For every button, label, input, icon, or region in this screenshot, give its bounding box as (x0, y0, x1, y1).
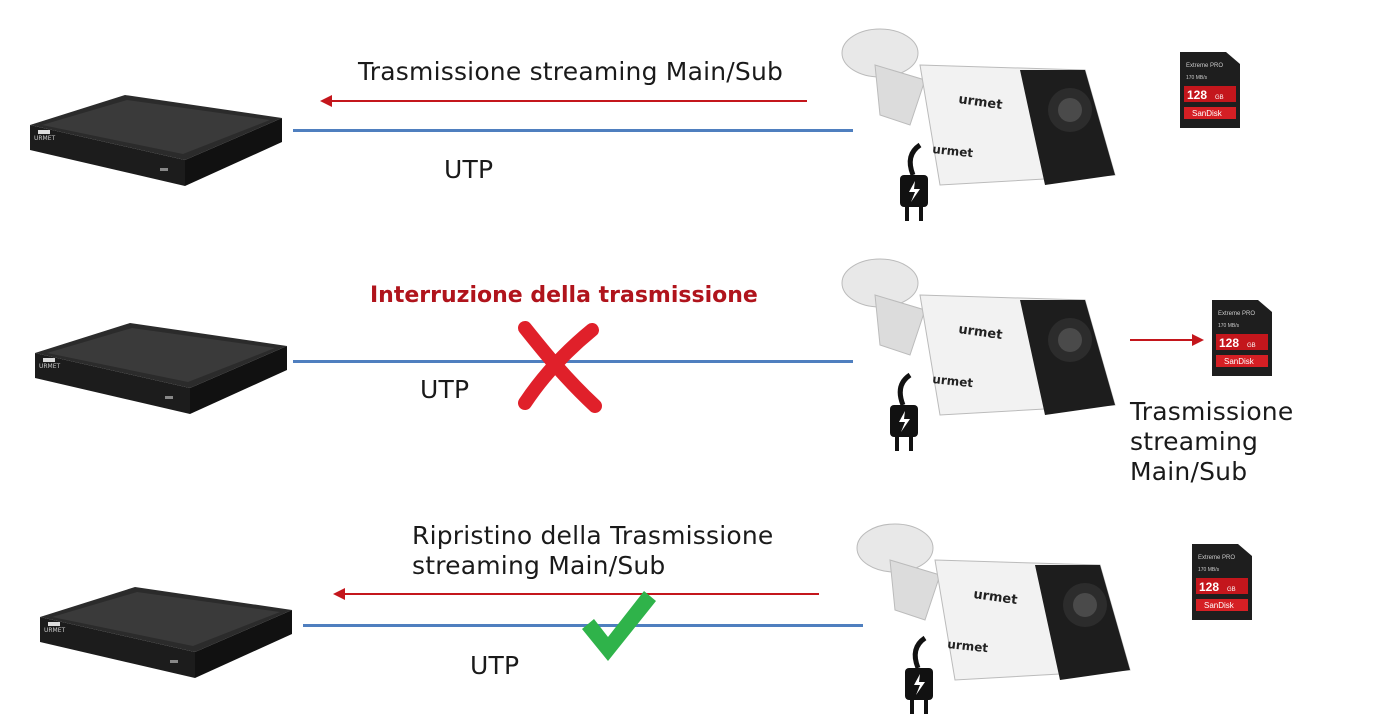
svg-text:GB: GB (1215, 95, 1224, 101)
camera-brand: urmet (957, 92, 1003, 113)
camera-brand-side: urmet (947, 637, 989, 655)
bullet-camera-icon: urmet urmet (841, 258, 1116, 416)
svg-text:170 MB/s: 170 MB/s (1198, 567, 1220, 573)
bullet-camera-icon: urmet urmet (841, 28, 1116, 186)
svg-text:170 MB/s: 170 MB/s (1186, 75, 1208, 81)
svg-text:Extreme PRO: Extreme PRO (1198, 555, 1235, 561)
nvr-recorder-icon: URMET (40, 587, 292, 678)
utp-cable (293, 360, 853, 363)
camera-brand: urmet (957, 322, 1003, 343)
utp-label: UTP (420, 375, 470, 404)
sd-card-icon: Extreme PRO 170 MB/s 128 GB SanDisk (1180, 52, 1240, 128)
svg-text:SanDisk: SanDisk (1224, 357, 1255, 366)
sd-card-icon: Extreme PRO 170 MB/s 128 GB SanDisk (1192, 544, 1252, 620)
camera-brand: urmet (972, 587, 1018, 608)
nvr-brand: URMET (39, 363, 61, 370)
svg-text:Extreme PRO: Extreme PRO (1186, 63, 1223, 69)
nvr-brand: URMET (34, 135, 56, 142)
sd-card-icon: Extreme PRO 170 MB/s 128 GB SanDisk (1212, 300, 1272, 376)
power-plug-icon (890, 372, 918, 451)
stream-arrow-left (320, 95, 807, 107)
camera-brand-side: urmet (932, 372, 974, 390)
restore-label-line2: streaming Main/Sub (412, 551, 666, 580)
cross-mark-icon (518, 321, 602, 413)
sd-streaming-label-line2: streaming (1130, 427, 1259, 456)
svg-text:128: 128 (1199, 580, 1219, 594)
svg-text:128: 128 (1187, 88, 1207, 102)
bullet-camera-icon: urmet urmet (856, 523, 1131, 681)
nvr-brand: URMET (44, 627, 66, 634)
power-plug-icon (905, 635, 933, 714)
interruption-label: Interruzione della trasmissione (370, 283, 758, 308)
restore-label-line1: Ripristino della Trasmissione (412, 521, 774, 550)
utp-cable (303, 624, 863, 627)
camera-brand-side: urmet (932, 142, 974, 160)
stream-arrow-left (333, 588, 819, 600)
utp-label: UTP (444, 155, 494, 184)
svg-text:170 MB/s: 170 MB/s (1218, 323, 1240, 329)
record-arrow-right (1130, 334, 1204, 346)
sd-streaming-label-line1: Trasmissione (1130, 397, 1294, 426)
utp-cable (293, 129, 853, 132)
svg-text:GB: GB (1227, 587, 1236, 593)
svg-text:SanDisk: SanDisk (1192, 109, 1223, 118)
svg-text:Extreme PRO: Extreme PRO (1218, 311, 1255, 317)
sd-streaming-label-line3: Main/Sub (1130, 457, 1248, 486)
svg-text:SanDisk: SanDisk (1204, 601, 1235, 610)
check-mark-icon (582, 591, 656, 661)
nvr-recorder-icon: URMET (30, 95, 282, 186)
streaming-label: Trasmissione streaming Main/Sub (358, 57, 784, 86)
svg-text:GB: GB (1247, 343, 1256, 349)
utp-label: UTP (470, 651, 520, 680)
nvr-recorder-icon: URMET (35, 323, 287, 414)
svg-text:128: 128 (1219, 336, 1239, 350)
power-plug-icon (900, 142, 928, 221)
